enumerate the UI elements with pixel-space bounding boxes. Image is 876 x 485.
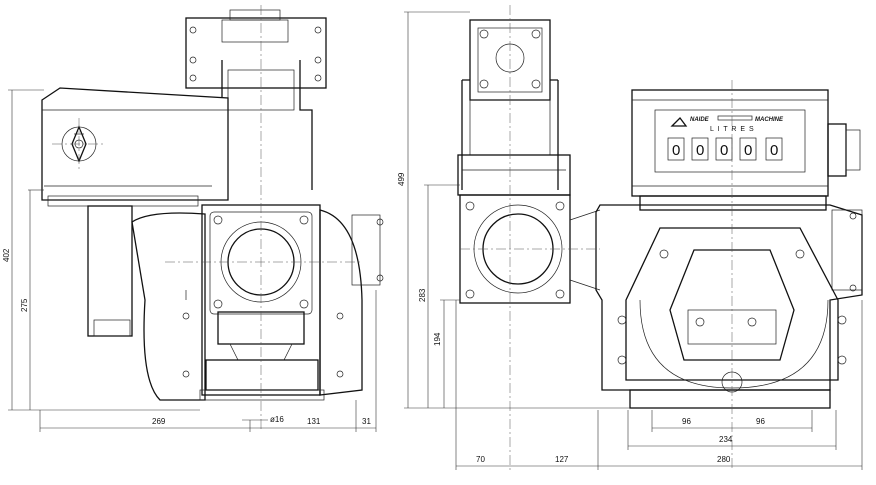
register-brand-right: MACHINE [755,117,784,123]
register-unit-label: L I T R E S [710,126,755,133]
dim-70: 70 [476,455,485,464]
counter-cell [691,137,709,161]
counter-cell [739,137,757,161]
left-dimensions: 402 275 269 ø16 131 31 [2,89,377,432]
dim-hole: ø16 [270,415,284,424]
counter-digit: 0 [720,142,728,159]
register-counter: 0 0 0 0 0 [667,137,783,161]
dim-96-right: 96 [756,417,765,426]
register-housing [631,89,829,197]
dim-31: 31 [362,417,371,426]
dim-269: 269 [152,417,166,426]
counter-digit: 0 [744,142,752,159]
register-brand-left: NAIDE [690,117,710,123]
dim-127: 127 [555,455,569,464]
right-dimensions: 499 283 194 96 96 234 70 127 280 [397,11,863,470]
counter-cell [667,137,685,161]
dim-96-left: 96 [682,417,691,426]
dim-283: 283 [418,288,427,302]
dim-234: 234 [719,435,733,444]
dim-131: 131 [307,417,321,426]
dim-280: 280 [717,455,731,464]
counter-cell [765,137,783,161]
logo-icon [670,117,688,127]
dim-402: 402 [2,248,11,262]
dim-275: 275 [20,298,29,312]
dim-194: 194 [433,332,442,346]
counter-digit: 0 [770,142,778,159]
right-view: NAIDE MACHINE L I T R E S 0 0 0 0 0 [457,5,863,470]
dim-499: 499 [397,172,406,186]
left-view [41,5,384,430]
counter-digit: 0 [696,142,704,159]
counter-digit: 0 [672,142,680,159]
